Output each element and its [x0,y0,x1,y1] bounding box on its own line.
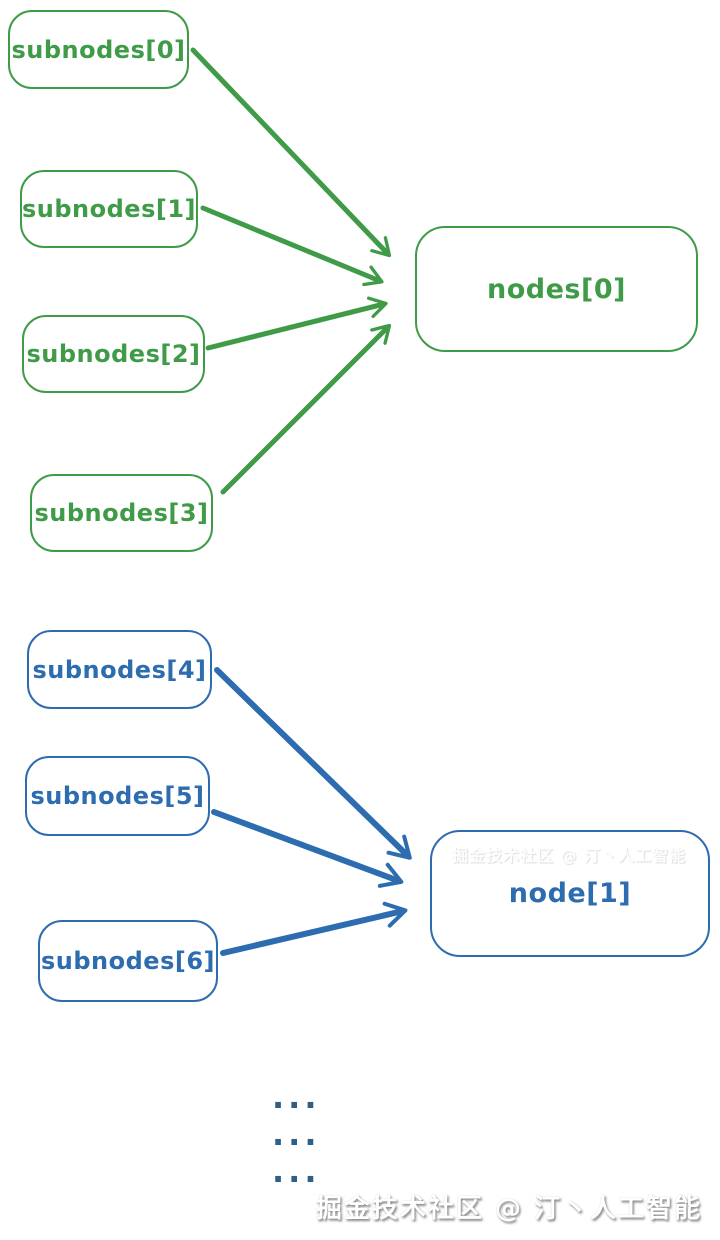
node-label: subnodes[2] [26,340,201,368]
arrow-subnodes0-to-nodes0 [190,47,392,258]
node-label: nodes[0] [487,273,626,305]
ghost-watermark: 掘金技术社区 @ 汀丶人工智能 [452,846,687,865]
ellipsis-row: ... [272,1115,321,1153]
node-box-subnodes-1: subnodes[1] [20,170,198,248]
arrow-subnodes5-to-node1 [211,809,404,888]
arrow-subnodes6-to-node1 [220,901,408,956]
arrow-subnodes2-to-nodes0 [205,296,388,351]
continuation-ellipsis: ... ... ... [272,1078,321,1190]
arrow-subnodes4-to-node1 [214,667,412,860]
ellipsis-row: ... [272,1078,321,1116]
watermark: 掘金技术社区 @ 汀丶人工智能 [315,1194,702,1224]
node-label: subnodes[4] [32,655,207,684]
arrow-subnodes1-to-nodes0 [200,205,384,287]
node-box-subnodes-4: subnodes[4] [27,630,212,709]
node-box-subnodes-2: subnodes[2] [22,315,205,393]
node-label: node[1] [508,878,632,909]
node-label: subnodes[1] [22,195,197,223]
ellipsis-row: ... [272,1152,321,1190]
node-label: subnodes[0] [11,35,186,64]
node-box-node-1: node[1] [430,830,710,957]
node-box-subnodes-5: subnodes[5] [25,756,210,836]
node-box-subnodes-0: subnodes[0] [8,10,189,89]
node-label: subnodes[5] [30,782,205,810]
node-box-subnodes-3: subnodes[3] [30,474,213,552]
node-box-subnodes-6: subnodes[6] [38,920,218,1002]
node-label: subnodes[3] [34,499,209,527]
node-label: subnodes[6] [40,947,215,975]
node-box-nodes-0: nodes[0] [415,226,698,352]
arrow-subnodes3-to-nodes0 [220,323,392,495]
